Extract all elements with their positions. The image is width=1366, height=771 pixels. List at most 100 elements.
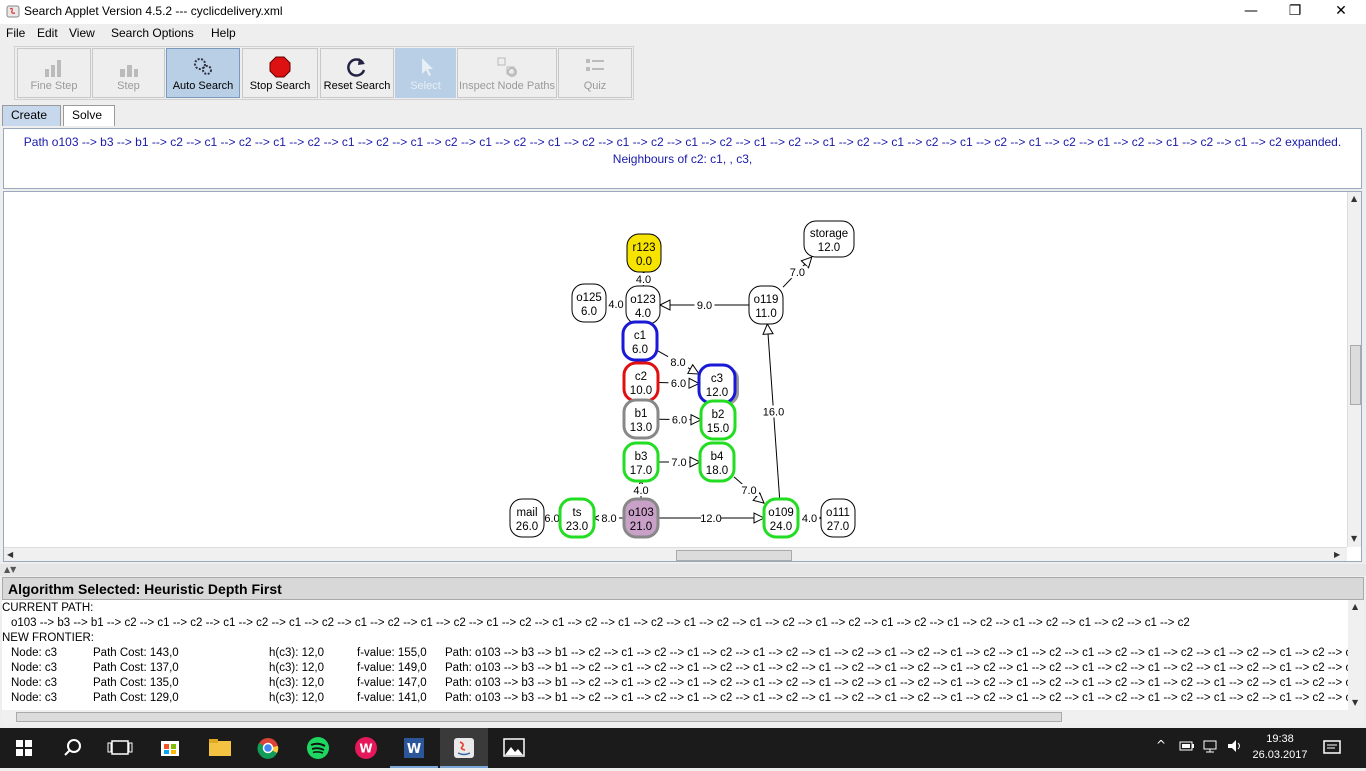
frontier-cost: Path Cost: 135,0 bbox=[93, 677, 179, 689]
notifications-icon[interactable] bbox=[1322, 738, 1342, 758]
taskbar-search[interactable] bbox=[48, 728, 96, 768]
algorithm-vertical-scrollbar[interactable]: ▲ ▼ bbox=[1348, 600, 1364, 710]
taskbar-chrome[interactable] bbox=[244, 728, 292, 768]
node-heuristic: 24.0 bbox=[770, 521, 792, 533]
start-button[interactable] bbox=[0, 728, 48, 768]
frontier-path: Path: o103 --> b3 --> b1 --> c2 --> c1 -… bbox=[445, 647, 1348, 659]
node-name: b2 bbox=[712, 409, 725, 421]
menu-view[interactable]: View bbox=[69, 26, 95, 40]
volume-icon[interactable] bbox=[1226, 738, 1244, 754]
graph-hscroll-thumb[interactable] bbox=[676, 550, 792, 561]
tab-solve[interactable]: Solve bbox=[63, 105, 115, 126]
node-name: c2 bbox=[635, 371, 647, 383]
edge-cost-label: 16.0 bbox=[763, 407, 784, 419]
scroll-down-icon[interactable]: ▼ bbox=[1352, 698, 1358, 707]
algorithm-horizontal-scrollbar[interactable] bbox=[2, 710, 1364, 724]
frontier-cost: Path Cost: 129,0 bbox=[93, 692, 179, 704]
frontier-f: f-value: 141,0 bbox=[357, 692, 427, 704]
minimize-button[interactable]: — bbox=[1228, 0, 1274, 22]
svg-text:W: W bbox=[407, 742, 421, 757]
node-heuristic: 23.0 bbox=[566, 521, 588, 533]
inspect-node-paths-button[interactable]: Inspect Node Paths bbox=[457, 48, 557, 98]
graph-horizontal-scrollbar[interactable]: ◀ ▶ bbox=[4, 547, 1347, 562]
node-name: mail bbox=[516, 507, 537, 519]
menu-help[interactable]: Help bbox=[211, 26, 236, 40]
taskbar-spotify[interactable] bbox=[294, 728, 342, 768]
select-button[interactable]: Select bbox=[395, 48, 456, 98]
current-path-value: o103 --> b3 --> b1 --> c2 --> c1 --> c2 … bbox=[11, 617, 1190, 629]
close-button[interactable]: ✕ bbox=[1318, 0, 1364, 22]
quiz-button[interactable]: Quiz bbox=[558, 48, 632, 98]
node-name: c3 bbox=[711, 373, 723, 385]
edge-cost-label: 6.0 bbox=[544, 513, 559, 525]
menu-file[interactable]: File bbox=[6, 26, 25, 40]
graph-node-c1[interactable]: c16.0 bbox=[623, 322, 657, 360]
inspect-icon bbox=[495, 55, 519, 79]
reset-search-button[interactable]: Reset Search bbox=[320, 48, 394, 98]
task-view-button[interactable] bbox=[96, 728, 144, 768]
menu-edit[interactable]: Edit bbox=[37, 26, 58, 40]
menu-search-options[interactable]: Search Options bbox=[111, 26, 194, 40]
node-name: o103 bbox=[628, 507, 654, 519]
algorithm-hscroll-thumb[interactable] bbox=[16, 712, 1062, 722]
show-hidden-icons[interactable]: ^ bbox=[1156, 738, 1166, 752]
edge-cost-label: 9.0 bbox=[697, 300, 712, 312]
graph-vscroll-thumb[interactable] bbox=[1350, 345, 1361, 405]
auto-search-label: Auto Search bbox=[167, 80, 239, 92]
battery-icon[interactable] bbox=[1178, 738, 1196, 754]
scroll-up-icon[interactable]: ▲ bbox=[1351, 194, 1357, 203]
taskbar-store[interactable] bbox=[146, 728, 194, 768]
system-clock[interactable]: 19:38 26.03.2017 bbox=[1252, 731, 1308, 763]
taskbar-photos[interactable] bbox=[490, 728, 538, 768]
node-name: o125 bbox=[576, 292, 602, 304]
algorithm-header: Algorithm Selected: Heuristic Depth Firs… bbox=[2, 577, 1364, 600]
node-name: r123 bbox=[632, 242, 655, 254]
step-button[interactable]: Step bbox=[92, 48, 165, 98]
scroll-left-icon[interactable]: ◀ bbox=[7, 550, 13, 559]
edge-cost-label: 7.0 bbox=[671, 457, 686, 469]
splitter-arrows-icon[interactable]: ▲▼ bbox=[4, 565, 16, 574]
taskbar-w-app[interactable]: W bbox=[342, 728, 390, 768]
graph-vertical-scrollbar[interactable]: ▲ ▼ bbox=[1347, 192, 1362, 547]
frontier-node: Node: c3 bbox=[11, 692, 57, 704]
scroll-up-icon[interactable]: ▲ bbox=[1352, 602, 1358, 611]
taskbar-java[interactable] bbox=[440, 728, 488, 768]
maximize-button[interactable]: ❐ bbox=[1272, 0, 1318, 22]
node-name: c1 bbox=[634, 330, 646, 342]
scroll-right-icon[interactable]: ▶ bbox=[1334, 550, 1340, 559]
scroll-down-icon[interactable]: ▼ bbox=[1351, 534, 1357, 543]
gears-icon bbox=[191, 55, 215, 79]
bars-icon bbox=[117, 55, 141, 79]
edge-cost-label: 4.0 bbox=[608, 299, 623, 311]
node-heuristic: 12.0 bbox=[818, 242, 840, 254]
taskbar-word[interactable]: W bbox=[390, 728, 438, 768]
network-icon[interactable] bbox=[1202, 738, 1220, 754]
auto-search-button[interactable]: Auto Search bbox=[166, 48, 240, 98]
panel-splitter[interactable]: ▲▼ bbox=[0, 564, 1366, 576]
node-name: b1 bbox=[635, 408, 648, 420]
taskbar-explorer[interactable] bbox=[196, 728, 244, 768]
store-icon bbox=[146, 728, 194, 768]
stop-search-button[interactable]: Stop Search bbox=[242, 48, 318, 98]
tab-create[interactable]: Create bbox=[2, 105, 61, 126]
fine-step-button[interactable]: Fine Step bbox=[17, 48, 91, 98]
chrome-icon bbox=[244, 728, 292, 768]
